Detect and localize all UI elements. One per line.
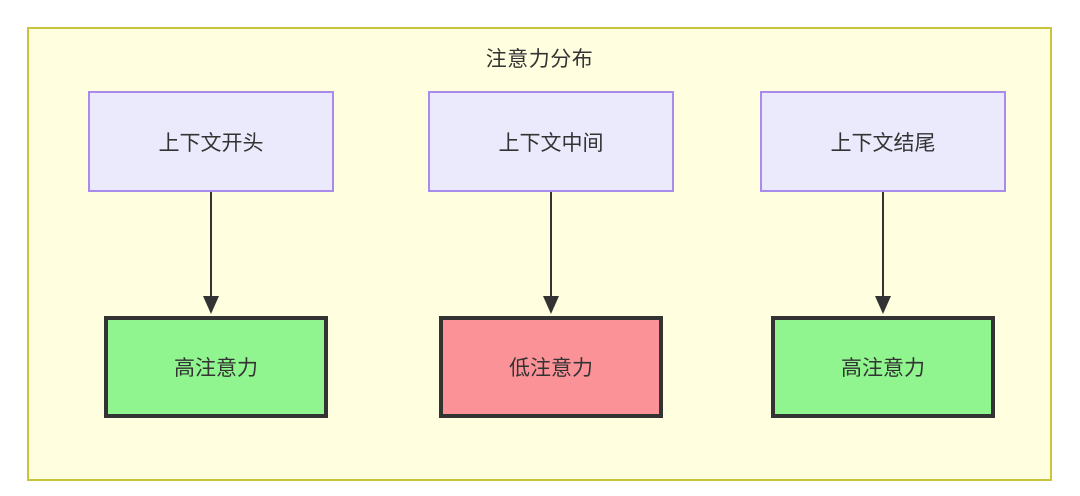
node-low-attention-middle-label: 低注意力 xyxy=(509,357,593,380)
node-high-attention-end[interactable]: 高注意力 xyxy=(771,316,995,418)
node-low-attention-middle[interactable]: 低注意力 xyxy=(439,316,663,418)
node-context-beginning-label: 上下文开头 xyxy=(158,131,264,155)
node-context-middle-label: 上下文中间 xyxy=(498,131,604,155)
node-context-end[interactable]: 上下文结尾 xyxy=(760,91,1006,192)
node-context-end-label: 上下文结尾 xyxy=(830,131,936,155)
node-context-beginning[interactable]: 上下文开头 xyxy=(88,91,334,192)
node-high-attention-beginning-label: 高注意力 xyxy=(174,357,258,380)
diagram-title: 注意力分布 xyxy=(485,48,594,71)
node-high-attention-beginning[interactable]: 高注意力 xyxy=(104,316,328,418)
node-context-middle[interactable]: 上下文中间 xyxy=(428,91,674,192)
node-high-attention-end-label: 高注意力 xyxy=(841,357,925,380)
